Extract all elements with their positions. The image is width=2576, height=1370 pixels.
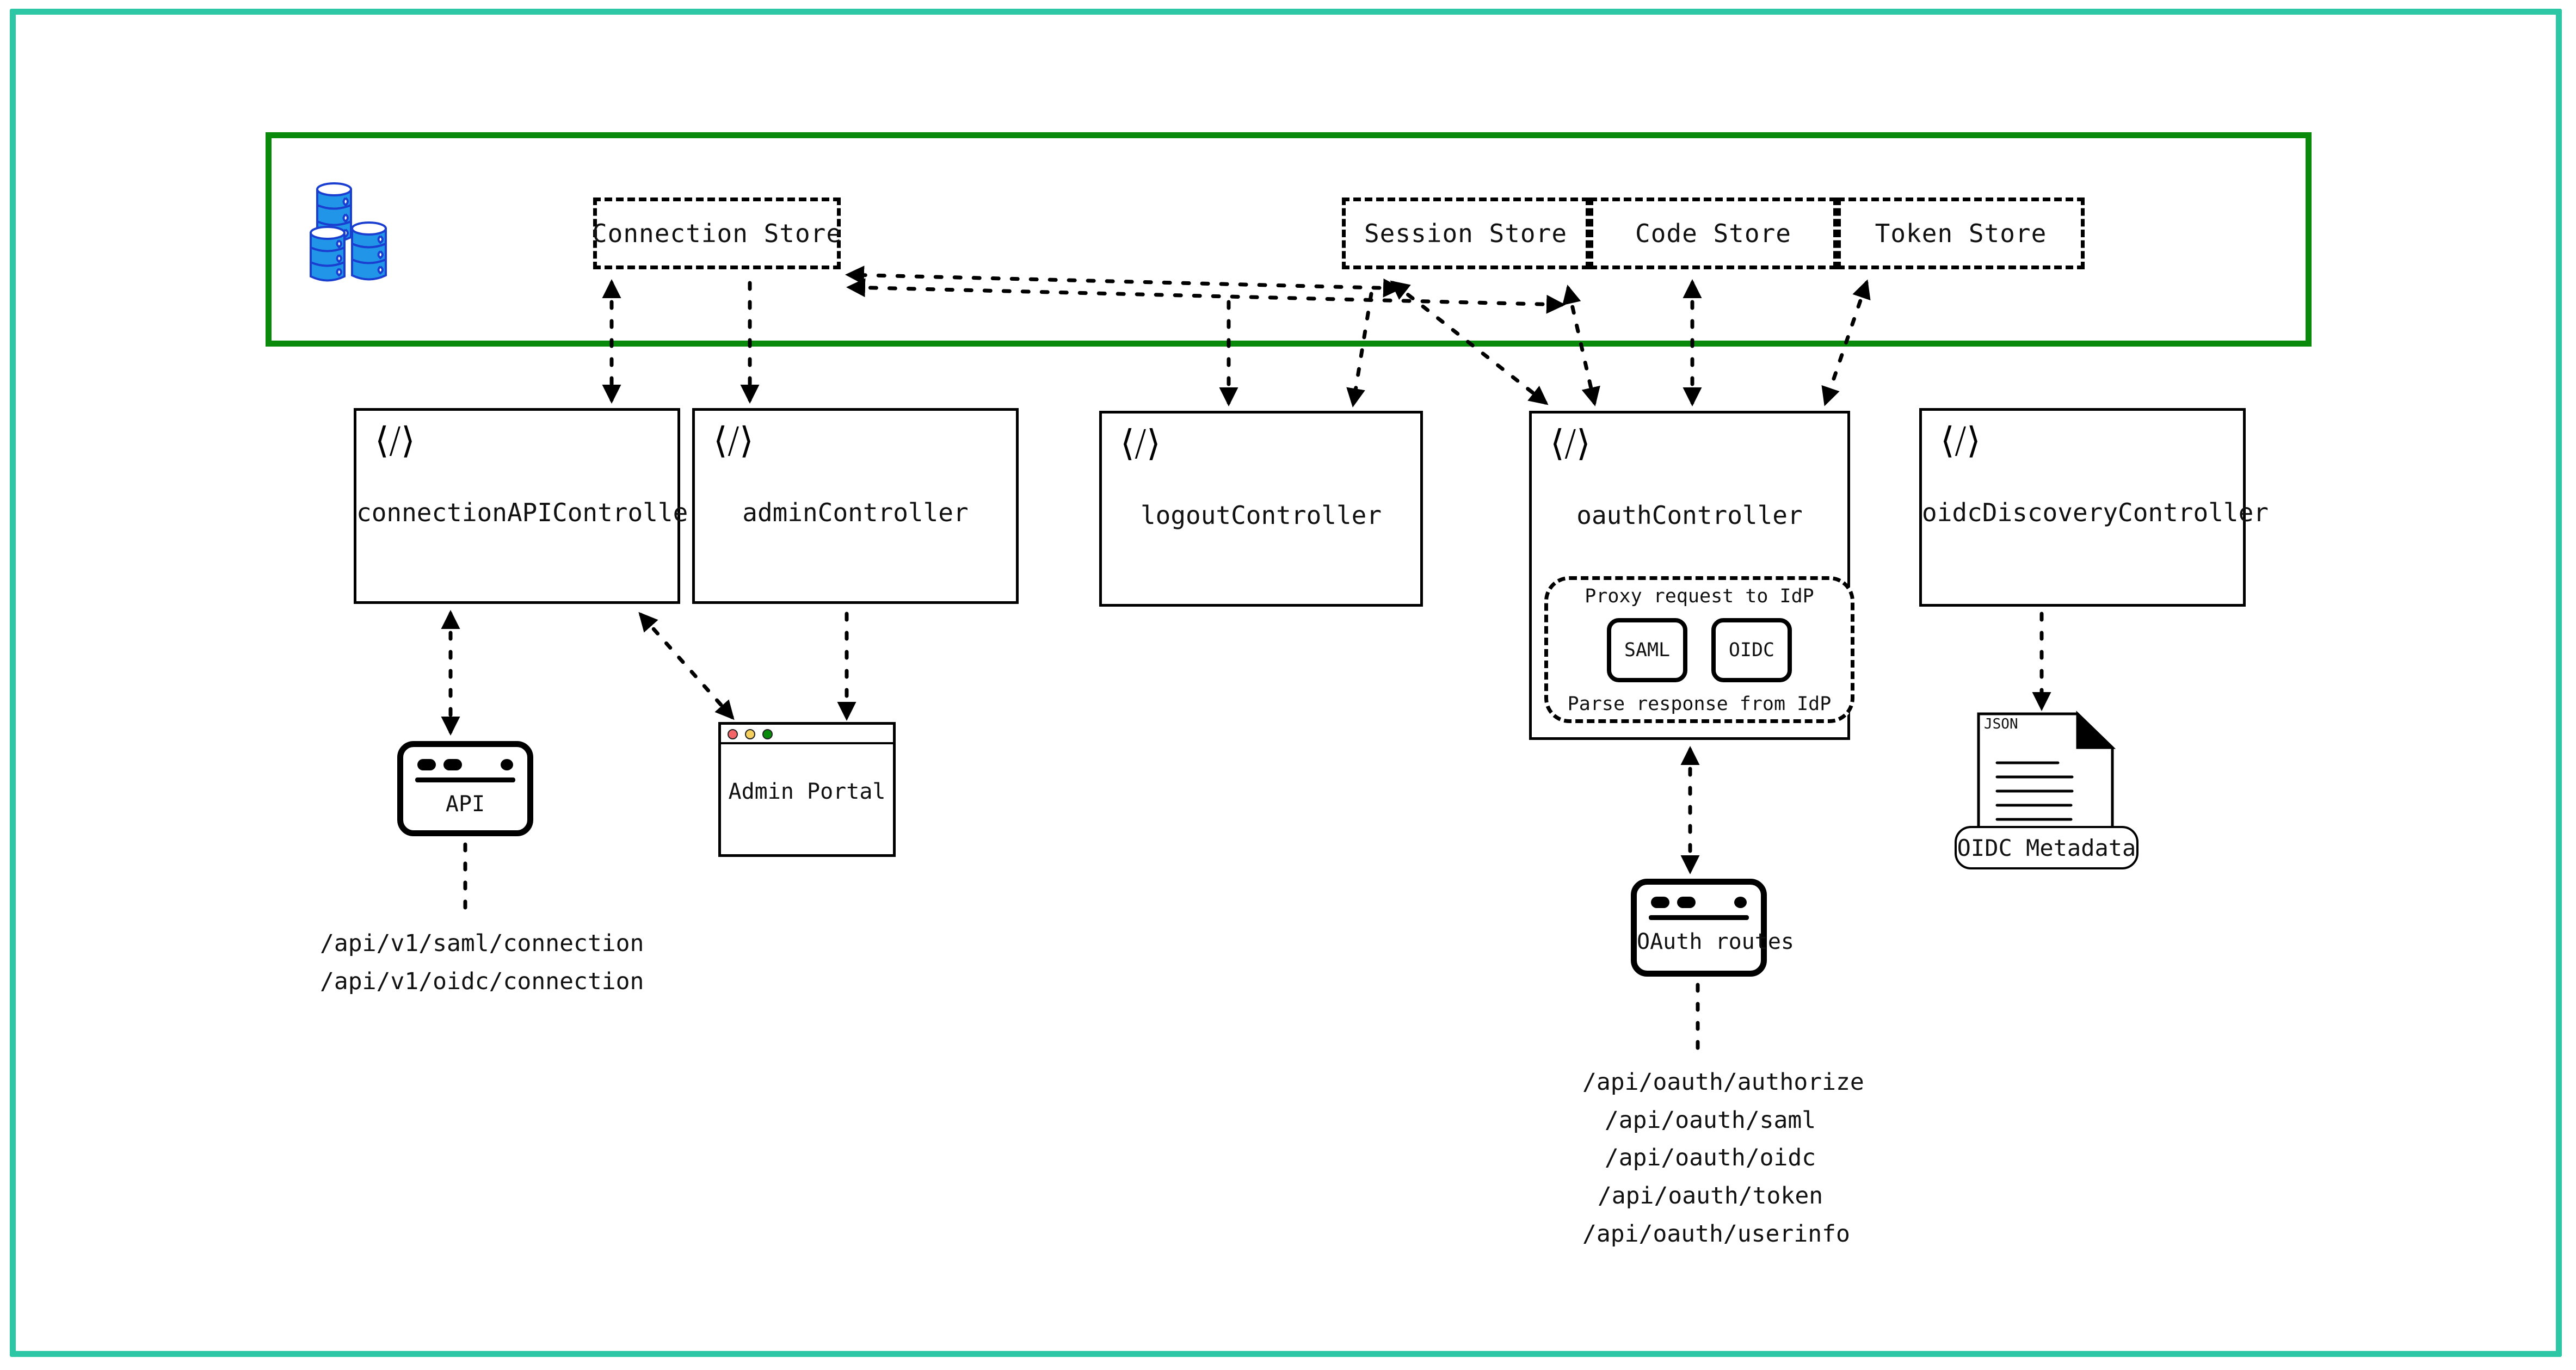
code-icon: ⟨/⟩ bbox=[1940, 419, 1981, 461]
store-container-boundary bbox=[266, 132, 2312, 347]
window-divider bbox=[415, 777, 515, 782]
traffic-light-yellow-icon bbox=[745, 729, 755, 739]
browser-titlebar bbox=[721, 725, 893, 744]
store-label: Code Store bbox=[1635, 219, 1791, 248]
window-controls bbox=[417, 759, 513, 771]
controller-label: oauthController bbox=[1576, 501, 1803, 530]
store-connection-store[interactable]: Connection Store bbox=[591, 198, 842, 269]
window-dot bbox=[1734, 897, 1747, 908]
json-doc-type-label: JSON bbox=[1984, 716, 2018, 732]
api-node-label: API bbox=[445, 792, 485, 817]
code-icon: ⟨/⟩ bbox=[375, 419, 415, 461]
admin-portal-label: Admin Portal bbox=[728, 779, 886, 804]
oauth-routes-list: /api/oauth/authorize /api/oauth/saml /ap… bbox=[1582, 1064, 1864, 1253]
store-label: Connection Store bbox=[591, 219, 842, 248]
traffic-light-green-icon bbox=[762, 729, 773, 739]
oidc-metadata-label: OIDC Metadata bbox=[1955, 826, 2139, 869]
route-item: /api/oauth/authorize bbox=[1582, 1069, 1864, 1096]
store-session-store[interactable]: Session Store bbox=[1342, 198, 1589, 269]
saml-button[interactable]: SAML bbox=[1607, 618, 1687, 682]
oidc-button[interactable]: OIDC bbox=[1711, 618, 1792, 682]
store-code-store[interactable]: Code Store bbox=[1589, 198, 1837, 269]
route-item: /api/oauth/oidc bbox=[1604, 1144, 1816, 1172]
oauth-routes-label: OAuth routes bbox=[1637, 929, 1794, 954]
code-icon: ⟨/⟩ bbox=[1550, 422, 1591, 464]
route-item: /api/oauth/saml bbox=[1604, 1106, 1816, 1134]
route-item: /api/v1/saml/connection bbox=[320, 930, 644, 957]
idp-proxy-panel: Proxy request to IdP SAML OIDC Parse res… bbox=[1544, 576, 1854, 723]
store-label: Token Store bbox=[1875, 219, 2047, 248]
code-icon: ⟨/⟩ bbox=[1120, 422, 1161, 464]
database-cylinders-icon bbox=[307, 174, 433, 288]
route-item: /api/oauth/token bbox=[1597, 1182, 1823, 1209]
window-dot bbox=[1651, 897, 1669, 908]
route-item: /api/v1/oidc/connection bbox=[320, 967, 644, 995]
controller-label: adminController bbox=[742, 498, 969, 527]
window-controls bbox=[1651, 897, 1747, 909]
controller-oidc-discovery[interactable]: ⟨/⟩ oidcDiscoveryController bbox=[1919, 408, 2269, 607]
window-dot bbox=[417, 759, 436, 770]
idp-protocol-buttons: SAML OIDC bbox=[1607, 618, 1792, 682]
connection-routes-list: /api/v1/saml/connection /api/v1/oidc/con… bbox=[320, 925, 644, 1001]
code-icon: ⟨/⟩ bbox=[713, 419, 754, 461]
window-dot bbox=[443, 759, 462, 770]
traffic-light-red-icon bbox=[728, 729, 738, 739]
controller-connection-api[interactable]: ⟨/⟩ connectionAPIController bbox=[354, 408, 703, 604]
store-token-store[interactable]: Token Store bbox=[1837, 198, 2085, 269]
api-node[interactable]: API bbox=[397, 741, 533, 836]
proxy-request-text: Proxy request to IdP bbox=[1585, 585, 1814, 607]
json-document-icon: JSON bbox=[1975, 711, 2116, 854]
controller-label: logoutController bbox=[1140, 501, 1382, 530]
controller-admin[interactable]: ⟨/⟩ adminController bbox=[692, 408, 1019, 604]
store-label: Session Store bbox=[1364, 219, 1568, 248]
window-dot bbox=[501, 759, 513, 770]
controller-logout[interactable]: ⟨/⟩ logoutController bbox=[1099, 411, 1423, 607]
parse-response-text: Parse response from IdP bbox=[1567, 693, 1832, 715]
oauth-routes-node[interactable]: OAuth routes bbox=[1631, 879, 1794, 977]
window-divider bbox=[1649, 915, 1749, 920]
controller-label: oidcDiscoveryController bbox=[1922, 498, 2269, 527]
admin-portal-window[interactable]: Admin Portal bbox=[718, 722, 896, 857]
outer-frame bbox=[10, 9, 2562, 1357]
route-item: /api/oauth/userinfo bbox=[1582, 1220, 1850, 1248]
controller-label: connectionAPIController bbox=[356, 498, 703, 527]
window-dot bbox=[1677, 897, 1696, 908]
